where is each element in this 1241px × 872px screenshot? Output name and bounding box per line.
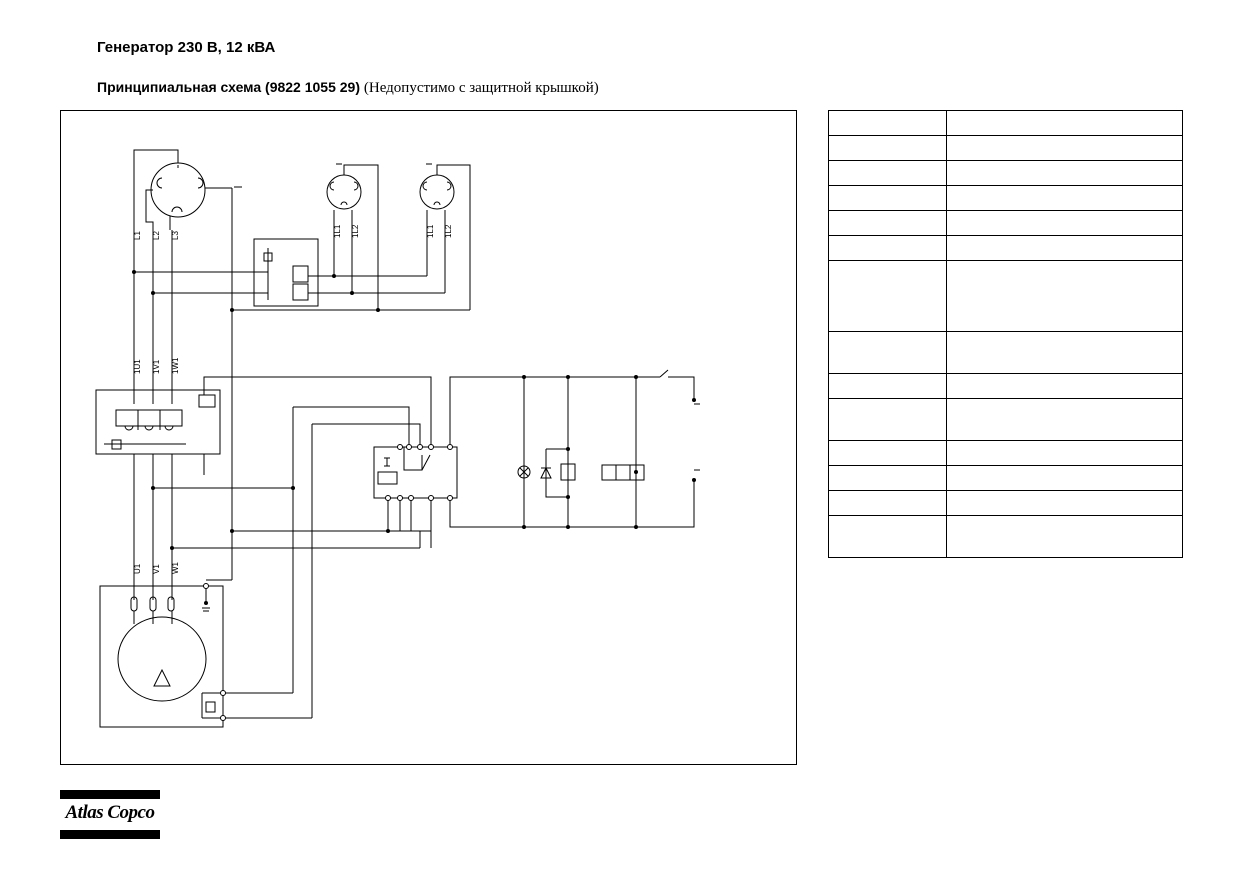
- socket-1: [326, 174, 362, 210]
- wire-label-socket1-l1: 1L1: [333, 224, 342, 238]
- wire-label-l1: L1: [133, 231, 142, 240]
- legend-row: [828, 490, 1183, 516]
- legend-row: [828, 398, 1183, 441]
- legend-row: [828, 515, 1183, 558]
- three-phase-socket: [150, 162, 206, 218]
- wire-label-v1: V1: [152, 564, 161, 574]
- logo-bar-bottom: [60, 830, 160, 839]
- legend-row: [828, 210, 1183, 236]
- page-title: Генератор 230 В, 12 кВА: [97, 39, 276, 56]
- legend-row: [828, 440, 1183, 466]
- legend-row: [828, 135, 1183, 161]
- legend-table: [828, 110, 1183, 558]
- logo-text: Atlas Copco: [65, 802, 155, 823]
- atlas-copco-logo: Atlas Copco: [60, 790, 160, 840]
- legend-row: [828, 160, 1183, 186]
- wire-label-1v1: 1V1: [152, 359, 161, 374]
- wire-label-l2: L2: [152, 231, 161, 240]
- page-subtitle: Принципиальная схема (9822 1055 29) (Нед…: [97, 79, 599, 97]
- subtitle-text: Принципиальная схема (9822 1055 29): [97, 79, 360, 95]
- subtitle-note: (Недопустимо с защитной крышкой): [363, 80, 599, 96]
- wire-label-w1: W1: [171, 561, 180, 574]
- wire-label-socket1-l2: 1L2: [351, 224, 360, 238]
- legend-row: [828, 331, 1183, 374]
- alternator: [117, 616, 207, 702]
- wire-label-1w1: 1W1: [171, 357, 180, 374]
- socket-2: [419, 174, 455, 210]
- legend-row: [828, 465, 1183, 491]
- logo-bar-top: [60, 790, 160, 799]
- legend-row: [828, 373, 1183, 399]
- wire-label-socket2-l2: 1L2: [444, 224, 453, 238]
- wire-label-1u1: 1U1: [133, 359, 142, 374]
- wiring-diagram: L1 L2 L3 1L1 1L2 1L1 1L2 1U1 1V1 1W1 U1 …: [95, 149, 700, 728]
- legend-row: [828, 235, 1183, 261]
- legend-row: [828, 260, 1183, 332]
- wire-label-socket2-l1: 1L1: [426, 224, 435, 238]
- legend-row: [828, 110, 1183, 136]
- diagram-frame: [60, 110, 797, 765]
- wire-label-l3: L3: [171, 231, 180, 240]
- legend-row: [828, 185, 1183, 211]
- wire-label-u1: U1: [133, 563, 142, 574]
